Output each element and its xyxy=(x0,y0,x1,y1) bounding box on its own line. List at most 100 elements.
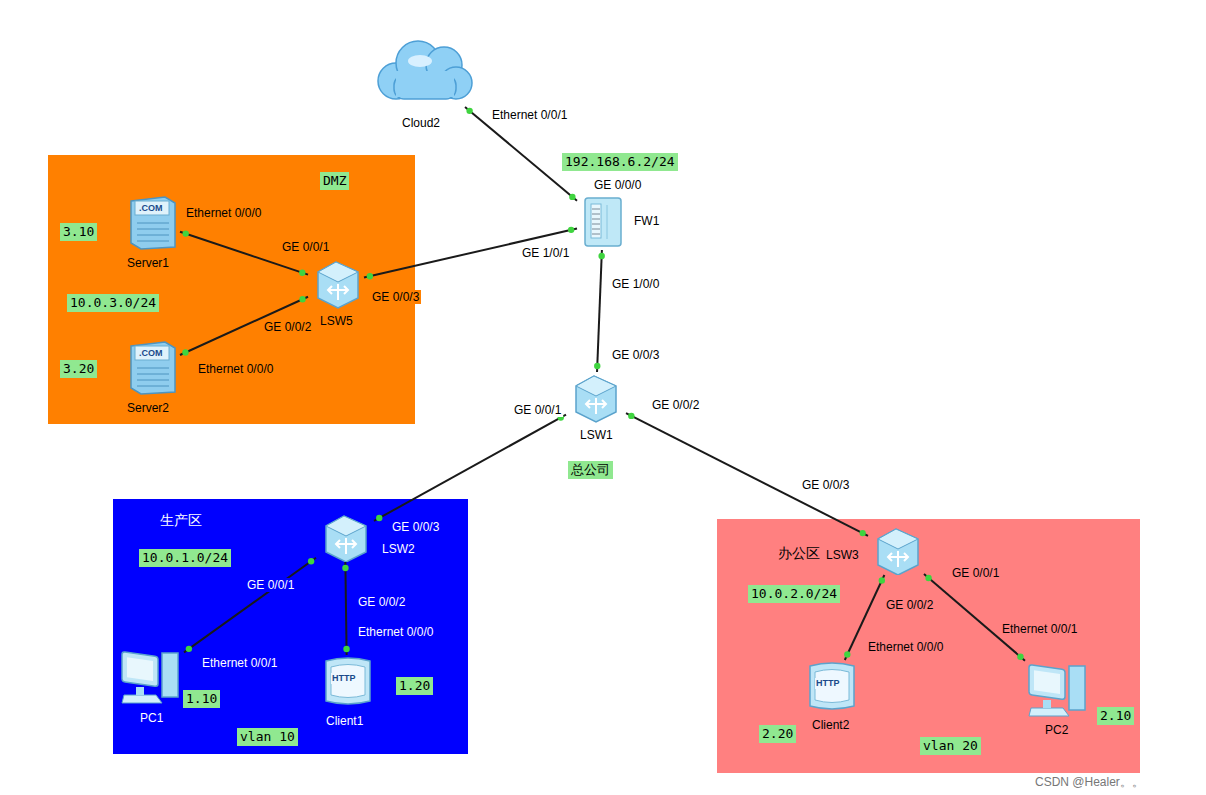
device-name: Server1 xyxy=(127,256,169,270)
device-name: Cloud2 xyxy=(402,116,440,130)
pc-icon: PC2 xyxy=(1025,658,1091,720)
port-label: GE 0/0/2 xyxy=(262,320,313,334)
port-dot xyxy=(1017,654,1023,660)
pc-icon: PC1 xyxy=(118,645,184,707)
address-tag: 1.10 xyxy=(183,690,220,708)
port-dot xyxy=(182,349,188,355)
device-name: PC1 xyxy=(140,711,163,725)
pc-graphic xyxy=(1025,658,1091,720)
watermark: CSDN @Healer。。 xyxy=(1035,775,1144,789)
port-dot xyxy=(598,253,604,259)
port-label: GE 0/0/1 xyxy=(245,578,296,592)
port-label: GE 0/0/3 xyxy=(390,520,441,534)
port-label: GE 0/0/2 xyxy=(650,398,701,412)
port-dot xyxy=(342,565,348,571)
address-tag: 3.20 xyxy=(60,360,97,378)
link xyxy=(184,558,316,653)
link-line xyxy=(626,413,868,536)
link xyxy=(465,107,577,201)
device-name: Server2 xyxy=(127,401,169,415)
address-tag: 1.20 xyxy=(396,677,433,695)
link-line xyxy=(374,415,566,521)
port-label: GE 0/0/1 xyxy=(950,566,1001,580)
region-title: DMZ xyxy=(320,172,349,190)
device-name: Client2 xyxy=(812,718,849,732)
switch-icon: LSW2 xyxy=(316,512,374,562)
device-name: FW1 xyxy=(634,214,659,228)
icon-text: .COM xyxy=(138,203,164,214)
port-dot xyxy=(308,558,314,564)
address-tag: vlan 20 xyxy=(920,737,981,755)
port-dot xyxy=(879,577,885,583)
switch-graphic xyxy=(566,372,626,424)
region-title: 生产区 xyxy=(160,512,202,529)
port-dot xyxy=(594,363,600,369)
region-title: 办公区 xyxy=(778,545,820,562)
port-label: Ethernet 0/0/1 xyxy=(490,108,569,122)
port-label: Ethernet 0/0/0 xyxy=(184,206,263,220)
icon-text: HTTP xyxy=(815,678,841,689)
link xyxy=(594,250,605,372)
port-label: Ethernet 0/0/0 xyxy=(356,625,435,639)
address-tag: 10.0.2.0/24 xyxy=(748,585,840,603)
link xyxy=(374,414,566,521)
port-dot xyxy=(299,270,305,276)
port-dot xyxy=(182,230,188,236)
port-label: Ethernet 0/0/0 xyxy=(866,640,945,654)
port-label: GE 0/0/2 xyxy=(884,598,935,612)
switch-graphic xyxy=(868,525,924,575)
port-label: GE 0/0/2 xyxy=(356,595,407,609)
link-line xyxy=(184,558,316,653)
port-label: GE 0/0/3 xyxy=(800,478,851,492)
port-dot xyxy=(367,273,373,279)
port-dot xyxy=(859,530,865,536)
link-line xyxy=(364,228,577,277)
address-tag: 总公司 xyxy=(568,461,613,479)
port-label: GE 0/0/3 xyxy=(610,348,661,362)
device-name: Client1 xyxy=(326,714,363,728)
switch-icon: LSW5 xyxy=(308,258,364,310)
port-dot xyxy=(844,651,850,657)
port-dot xyxy=(299,296,305,302)
switch-icon: LSW3 xyxy=(868,525,924,575)
icon-text: HTTP xyxy=(331,673,357,684)
link xyxy=(342,562,350,655)
fw-graphic xyxy=(577,195,629,250)
link xyxy=(626,413,868,537)
port-label: Ethernet 0/0/1 xyxy=(1000,622,1079,636)
firewall-icon: FW1 xyxy=(577,195,629,250)
link xyxy=(364,227,577,280)
address-tag: 2.10 xyxy=(1097,707,1134,725)
link-line xyxy=(465,107,577,201)
pc-graphic xyxy=(118,645,184,707)
port-dot xyxy=(628,413,634,419)
address-tag: 2.20 xyxy=(759,725,796,743)
port-label: GE 0/0/1 xyxy=(280,240,331,254)
address-tag: 3.10 xyxy=(60,223,97,241)
link-line xyxy=(345,562,346,655)
port-label: GE 0/0/1 xyxy=(512,403,563,417)
port-dot xyxy=(343,646,349,652)
address-tag: 10.0.1.0/24 xyxy=(139,549,231,567)
device-name: LSW5 xyxy=(320,314,353,328)
device-name: LSW3 xyxy=(826,548,859,562)
port-dot xyxy=(568,227,574,233)
port-label: GE 0/0/3 xyxy=(370,290,421,304)
address-tag: vlan 10 xyxy=(237,728,298,746)
link-line xyxy=(597,250,602,372)
port-label: GE 1/0/1 xyxy=(520,246,571,260)
switch-graphic xyxy=(308,258,364,310)
port-dot xyxy=(925,575,931,581)
address-tag: 192.168.6.2/24 xyxy=(562,153,678,171)
port-dot xyxy=(466,108,472,114)
port-label: Ethernet 0/0/0 xyxy=(196,362,275,376)
port-dot xyxy=(186,646,192,652)
device-name: PC2 xyxy=(1045,723,1068,737)
cloud-icon: Cloud2 xyxy=(368,35,476,107)
cloud-graphic xyxy=(368,35,476,107)
device-name: LSW2 xyxy=(382,542,415,556)
port-dot xyxy=(376,515,382,521)
icon-text: .COM xyxy=(138,348,164,359)
address-tag: 10.0.3.0/24 xyxy=(67,294,159,312)
